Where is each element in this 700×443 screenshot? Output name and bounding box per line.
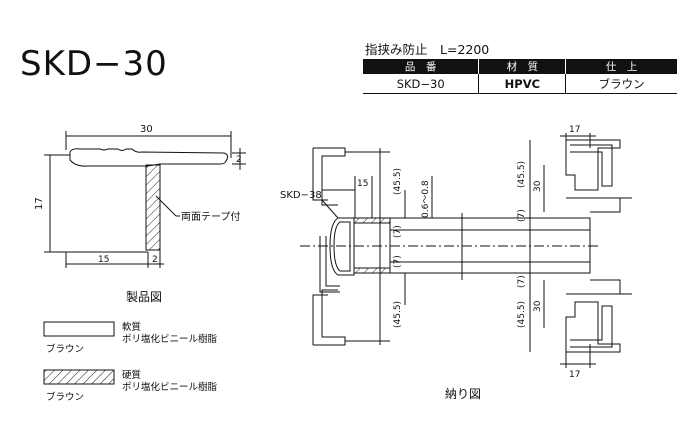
dim-7-left-bottom-label: (7) xyxy=(393,255,403,268)
product-title: SKD−30 xyxy=(20,44,168,84)
legend xyxy=(43,321,115,385)
dim-17-top-label: 17 xyxy=(569,125,580,135)
install-drawing-caption: 納り図 xyxy=(445,387,481,401)
spec-heading: 指挟み防止 L=2200 xyxy=(365,42,490,57)
dim-gap-label: 0.6〜0.8 xyxy=(421,180,431,218)
install-drawing xyxy=(300,133,632,368)
legend-hard-title: 硬質 xyxy=(122,369,141,381)
header-part-number: 品 番 xyxy=(363,59,479,74)
dim-7-right-label: (7) xyxy=(517,209,527,222)
dim-30-bottom-label: 30 xyxy=(533,300,543,312)
spec-table-header-row: 品 番 材 質 仕 上 xyxy=(363,59,677,74)
legend-hard-desc: ポリ塩化ビニール樹脂 xyxy=(122,381,218,393)
spec-table-row: SKD−30 HPVC ブラウン xyxy=(363,74,677,94)
product-drawing-caption: 製品図 xyxy=(126,290,162,304)
skd38-label: SKD−38 xyxy=(280,190,322,201)
dim-455-right-bottom-label: (45.5) xyxy=(517,301,527,328)
product-drawing xyxy=(44,131,246,268)
dim-455-bottom-label: (45.5) xyxy=(393,301,403,328)
legend-soft-title: 軟質 xyxy=(122,321,141,333)
dim-15-label: 15 xyxy=(98,255,109,265)
dim-2-label: 2 xyxy=(236,155,242,165)
legend-hard-swatch xyxy=(43,369,115,385)
dim-455-right-top-label: (45.5) xyxy=(517,161,527,188)
header-material: 材 質 xyxy=(478,59,566,74)
dim-30-top-label: 30 xyxy=(533,180,543,192)
legend-soft-swatch xyxy=(43,321,115,337)
cell-part-number: SKD−30 xyxy=(363,74,479,94)
dim-455-top-label: (45.5) xyxy=(393,168,403,195)
dim-7-left-top-label: (7) xyxy=(393,225,403,238)
header-finish: 仕 上 xyxy=(565,59,677,74)
dim-7-right-bottom-label: (7) xyxy=(517,275,527,288)
legend-soft-desc: ポリ塩化ビニール樹脂 xyxy=(122,333,218,345)
dim-17-bottom-label: 17 xyxy=(569,370,580,380)
cell-material: HPVC xyxy=(478,74,566,94)
dim-30-label: 30 xyxy=(140,124,153,135)
legend-soft-finish: ブラウン xyxy=(46,343,84,355)
dim-15-install-label: 15 xyxy=(357,179,368,189)
cell-finish: ブラウン xyxy=(565,74,677,94)
dim-2-bottom-label: 2 xyxy=(152,255,158,265)
legend-hard-finish: ブラウン xyxy=(46,391,84,403)
spec-table: 品 番 材 質 仕 上 SKD−30 HPVC ブラウン xyxy=(363,59,677,94)
dim-17-label: 17 xyxy=(34,197,45,210)
tape-label: 両面テープ付 xyxy=(181,210,240,223)
